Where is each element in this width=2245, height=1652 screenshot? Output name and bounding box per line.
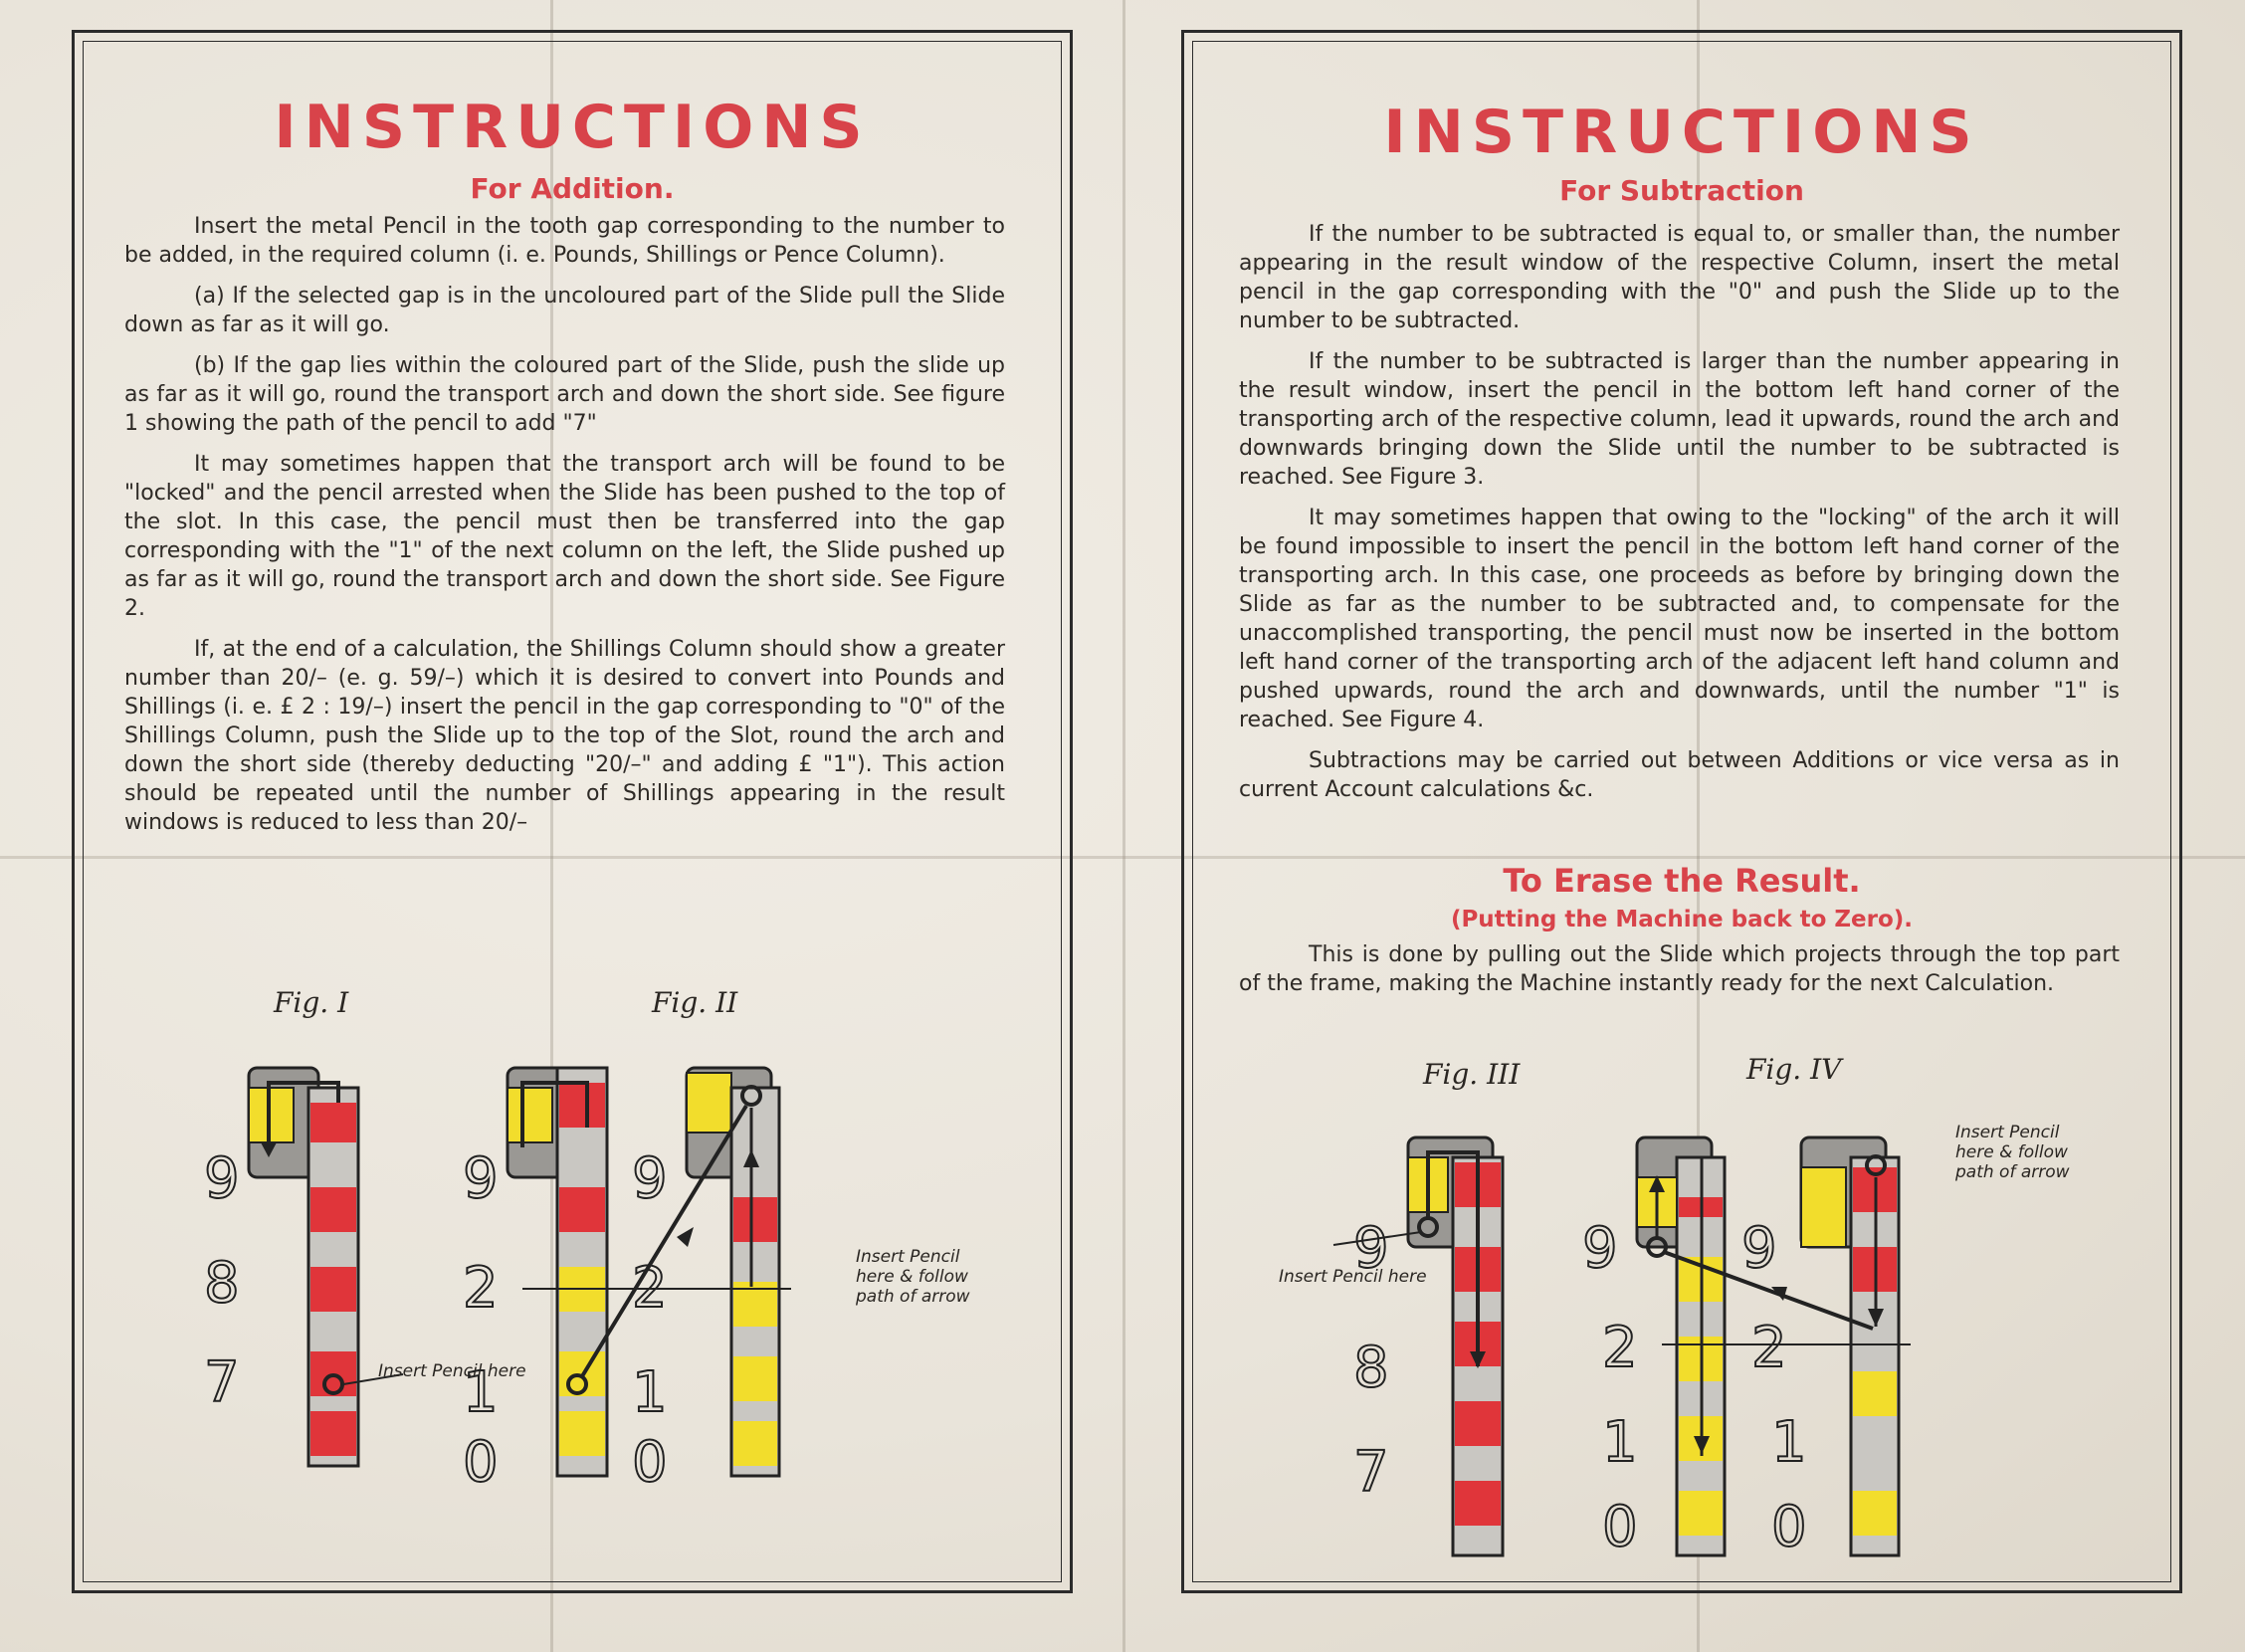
fig4-slide-a: [1636, 1155, 1727, 1557]
subtraction-paragraph: If the number to be subtracted is equal …: [1239, 222, 2120, 333]
fig3-digit: 7: [1353, 1440, 1389, 1505]
subtraction-paragraph: Subtractions may be carried out between …: [1239, 748, 2120, 802]
subtraction-subtitle: For Subtraction: [1559, 174, 1804, 207]
subtraction-title: INSTRUCTIONS: [1383, 98, 1980, 167]
center-fold: [1122, 0, 1125, 1652]
subtraction-paragraph: If the number to be subtracted is larger…: [1239, 349, 2120, 490]
erase-paragraph: This is done by pulling out the Slide wh…: [1239, 942, 2120, 996]
fig4-digit: 1: [1602, 1410, 1638, 1475]
fig2-slide-b: [685, 1066, 781, 1478]
fig2-diagram: 9 2 1 0 9 2 1 0: [462, 1066, 791, 1496]
fig1-digit: 7: [204, 1350, 240, 1415]
fig1-digit: 8: [204, 1251, 240, 1316]
addition-body: Insert the metal Pencil in the tooth gap…: [124, 212, 1005, 849]
fig2-digit: 0: [632, 1430, 668, 1495]
fig3-note: Insert Pencil here: [1279, 1267, 1427, 1287]
fig3-digit: 9: [1353, 1216, 1389, 1281]
fig4-slide-b: [1799, 1136, 1901, 1557]
fig2-digit: 9: [463, 1146, 499, 1211]
fig2-label: Fig. II: [652, 986, 738, 1019]
horizontal-fold: [0, 856, 2245, 859]
addition-panel-inner-border: [83, 41, 1062, 1582]
fig3-diagram: 9 8 7: [1332, 1136, 1505, 1557]
fig2-digit: 2: [463, 1256, 499, 1321]
erase-subtitle: (Putting the Machine back to Zero).: [1450, 907, 1914, 932]
fig1-note: Insert Pencil here: [378, 1361, 526, 1381]
fig4-note: Insert Pencil here & follow path of arro…: [1955, 1123, 2070, 1182]
fig4-digit: 0: [1771, 1495, 1807, 1559]
fig2-slide-a: [555, 1066, 609, 1478]
addition-panel: INSTRUCTIONS For Addition. Insert the me…: [72, 30, 1073, 1593]
fig1-digit: 9: [204, 1146, 240, 1211]
addition-paragraph: Insert the metal Pencil in the tooth gap…: [124, 214, 1005, 268]
addition-paragraph: If, at the end of a calculation, the Shi…: [124, 637, 1005, 835]
erase-body: This is done by pulling out the Slide wh…: [1239, 940, 2120, 1010]
fig4-digit: 2: [1602, 1316, 1638, 1380]
addition-subtitle: For Addition.: [470, 172, 675, 205]
fig3-digit: 8: [1353, 1336, 1389, 1400]
fig4-diagram: 9 2 1 0 9 2 1 0: [1581, 1136, 1911, 1560]
addition-paragraph: It may sometimes happen that the transpo…: [124, 452, 1005, 621]
fig2-digit: 1: [463, 1360, 499, 1425]
addition-paragraph: (a) If the selected gap is in the uncolo…: [124, 284, 1005, 337]
subtraction-body: If the number to be subtracted is equal …: [1239, 220, 2120, 816]
fig4-digit: 0: [1602, 1495, 1638, 1559]
fig1-slide: [306, 1086, 360, 1468]
subtraction-panel: INSTRUCTIONS For Subtraction If the numb…: [1181, 30, 2182, 1593]
fig4-label: Fig. IV: [1746, 1053, 1842, 1086]
fig4-digit: 2: [1751, 1316, 1787, 1380]
fig4-digit: 9: [1741, 1216, 1777, 1281]
addition-title: INSTRUCTIONS: [274, 93, 871, 162]
fig2-digit: 2: [632, 1256, 668, 1321]
fig1-diagram: 9 8 7: [203, 1066, 404, 1468]
fig4-digit: 1: [1771, 1410, 1807, 1475]
fig2-digit: 0: [463, 1430, 499, 1495]
fig1-label: Fig. I: [274, 986, 349, 1019]
fig2-digit: 9: [632, 1146, 668, 1211]
addition-paragraph: (b) If the gap lies within the coloured …: [124, 353, 1005, 436]
fig3-label: Fig. III: [1423, 1058, 1521, 1091]
fig2-digit: 1: [632, 1360, 668, 1425]
fig2-note: Insert Pencil here & follow path of arro…: [856, 1247, 970, 1307]
subtraction-panel-inner-border: [1192, 41, 2171, 1582]
fig4-digit: 9: [1582, 1216, 1618, 1281]
subtraction-paragraph: It may sometimes happen that owing to th…: [1239, 506, 2120, 732]
right-vertical-fold: [1697, 0, 1700, 1652]
left-vertical-fold: [550, 0, 553, 1652]
erase-title: To Erase the Result.: [1503, 862, 1861, 900]
